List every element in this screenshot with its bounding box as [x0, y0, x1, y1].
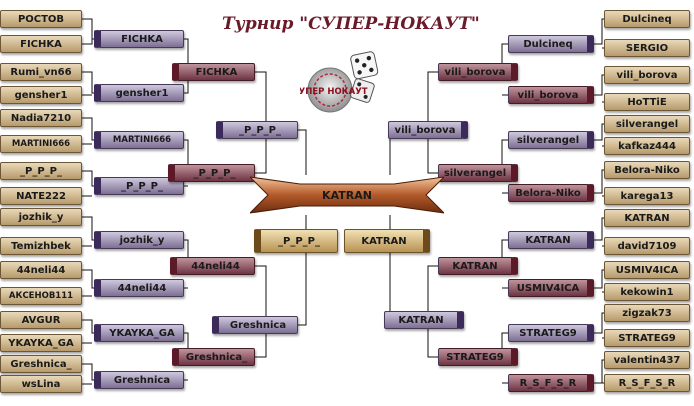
- left-r0-player-16[interactable]: wsLina: [0, 375, 82, 393]
- left-r0-player-4[interactable]: gensher1: [0, 86, 82, 104]
- left-r3-player-2[interactable]: Greshnica: [212, 316, 298, 334]
- right-r2-player-3[interactable]: KATRAN: [438, 257, 518, 275]
- right-r1-player-4[interactable]: Belora-Niko: [508, 184, 594, 202]
- right-r1-player-1[interactable]: Dulcineq: [508, 35, 594, 53]
- left-r0-player-13[interactable]: AVGUR: [0, 311, 82, 329]
- right-r1-player-2[interactable]: vili_borova: [508, 86, 594, 104]
- left-r1-player-2[interactable]: gensher1: [94, 84, 184, 102]
- right-r2-player-1[interactable]: vili_borova: [438, 63, 518, 81]
- right-r0-player-8[interactable]: karega13: [604, 187, 690, 205]
- left-r1-player-1[interactable]: FICHKA: [94, 30, 184, 48]
- right-r1-player-8[interactable]: R_S_F_S_R: [508, 374, 594, 392]
- left-r0-player-7[interactable]: _P_P_P_: [0, 162, 82, 180]
- tournament-title: Турнир "СУПЕР-НОКАУТ": [222, 14, 480, 34]
- left-r0-player-15[interactable]: Greshnica_: [0, 355, 82, 373]
- right-r0-player-11[interactable]: USMIV4ICA: [604, 261, 690, 279]
- right-r0-player-6[interactable]: kafkaz444: [604, 137, 690, 155]
- left-r0-player-11[interactable]: 44neli44: [0, 261, 82, 279]
- logo-text: СУПЕР НОКАУТ: [300, 87, 368, 97]
- right-r0-player-14[interactable]: STRATEG9: [604, 329, 690, 347]
- right-r1-player-5[interactable]: KATRAN: [508, 231, 594, 249]
- right-r0-player-13[interactable]: zigzak73: [604, 304, 690, 322]
- right-r0-player-16[interactable]: R_S_F_S_R: [604, 374, 690, 392]
- left-r0-player-8[interactable]: NATE222: [0, 187, 82, 205]
- left-r0-player-12[interactable]: АКСЕНОВ111: [0, 287, 82, 305]
- right-r0-player-15[interactable]: valentin437: [604, 351, 690, 369]
- left-r0-player-10[interactable]: Temizhbek: [0, 237, 82, 255]
- left-r1-player-7[interactable]: YKAYKA_GA: [94, 324, 184, 342]
- left-r0-player-1[interactable]: РОСТОВ: [0, 10, 82, 28]
- left-r1-player-3[interactable]: MARTINI666: [94, 131, 184, 149]
- right-r0-player-9[interactable]: KATRAN: [604, 209, 690, 227]
- final-left-player[interactable]: _P_P_P_: [254, 229, 338, 253]
- right-r0-player-12[interactable]: kekowin1: [604, 283, 690, 301]
- right-r1-player-7[interactable]: STRATEG9: [508, 324, 594, 342]
- final-right-player[interactable]: KATRAN: [344, 229, 430, 253]
- champion-banner: [250, 176, 444, 214]
- left-r2-player-1[interactable]: FICHKA: [172, 63, 255, 81]
- left-r3-player-1[interactable]: _P_P_P_: [216, 121, 298, 139]
- left-r0-player-9[interactable]: jozhik_y: [0, 208, 82, 226]
- left-r1-player-5[interactable]: jozhik_y: [94, 231, 184, 249]
- right-r0-player-10[interactable]: david7109: [604, 237, 690, 255]
- left-r1-player-6[interactable]: 44neli44: [94, 279, 184, 297]
- left-r0-player-14[interactable]: YKAYKA_GA: [0, 334, 82, 352]
- dice-logo-icon: СУПЕР НОКАУТ: [300, 51, 379, 113]
- right-r0-player-4[interactable]: HoTTiE: [604, 93, 690, 111]
- left-r1-player-4[interactable]: _P_P_P_: [94, 177, 184, 195]
- left-r2-player-2[interactable]: _P_P_P_: [168, 164, 255, 182]
- right-r0-player-5[interactable]: silverangel: [604, 115, 690, 133]
- left-r0-player-6[interactable]: MARTINI666: [0, 135, 82, 153]
- left-r2-player-4[interactable]: Greshnica_: [172, 348, 255, 366]
- left-r0-player-2[interactable]: FICHKA: [0, 35, 82, 53]
- right-r1-player-3[interactable]: silverangel: [508, 131, 594, 149]
- right-r0-player-3[interactable]: vili_borova: [604, 66, 690, 84]
- right-r1-player-6[interactable]: USMIV4ICA: [508, 279, 594, 297]
- right-r2-player-4[interactable]: STRATEG9: [438, 348, 518, 366]
- right-r3-player-1[interactable]: vili_borova: [388, 121, 468, 139]
- left-r2-player-3[interactable]: 44neli44: [170, 257, 255, 275]
- right-r0-player-2[interactable]: SERGIO: [604, 39, 690, 57]
- left-r1-player-8[interactable]: Greshnica: [94, 371, 184, 389]
- right-r3-player-2[interactable]: KATRAN: [384, 311, 464, 329]
- right-r0-player-1[interactable]: Dulcineq: [604, 10, 690, 28]
- right-r0-player-7[interactable]: Belora-Niko: [604, 161, 690, 179]
- left-r0-player-5[interactable]: Nadia7210: [0, 109, 82, 127]
- left-r0-player-3[interactable]: Rumi_vn66: [0, 63, 82, 81]
- right-r2-player-2[interactable]: silverangel: [438, 164, 518, 182]
- champion-name[interactable]: KATRAN: [322, 188, 372, 202]
